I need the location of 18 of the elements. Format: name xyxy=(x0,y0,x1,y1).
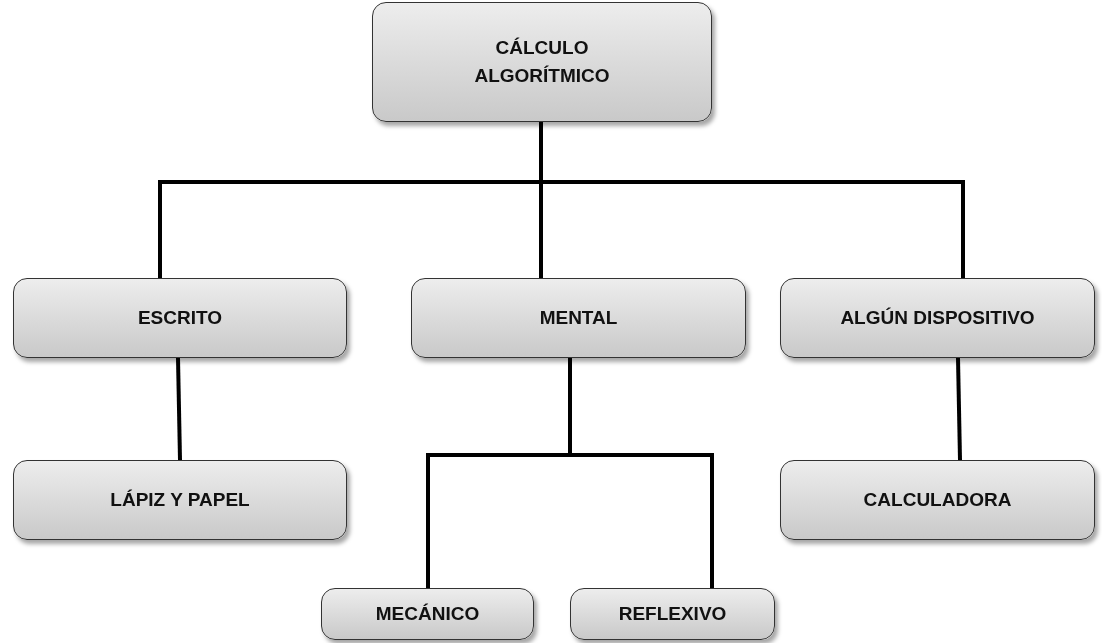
node-label: CALCULADORA xyxy=(862,487,1013,512)
rounded-box xyxy=(411,278,746,358)
node-label: REFLEXIVO xyxy=(617,601,728,626)
node-label: ESCRITO xyxy=(136,305,224,330)
rounded-box xyxy=(780,278,1095,358)
rounded-box xyxy=(372,2,712,122)
node-label: CÁLCULO ALGORÍTMICO xyxy=(473,35,611,88)
rounded-box xyxy=(570,588,775,640)
connector-line xyxy=(956,357,962,461)
node-label: MENTAL xyxy=(538,305,619,330)
rounded-box xyxy=(13,460,347,540)
rounded-box xyxy=(321,588,534,640)
rounded-box xyxy=(780,460,1095,540)
node-label: MECÁNICO xyxy=(374,601,481,626)
node-label: ALGÚN DISPOSITIVO xyxy=(839,305,1036,330)
node-label: LÁPIZ Y PAPEL xyxy=(109,487,251,512)
connector-line xyxy=(176,357,182,461)
rounded-box xyxy=(13,278,347,358)
